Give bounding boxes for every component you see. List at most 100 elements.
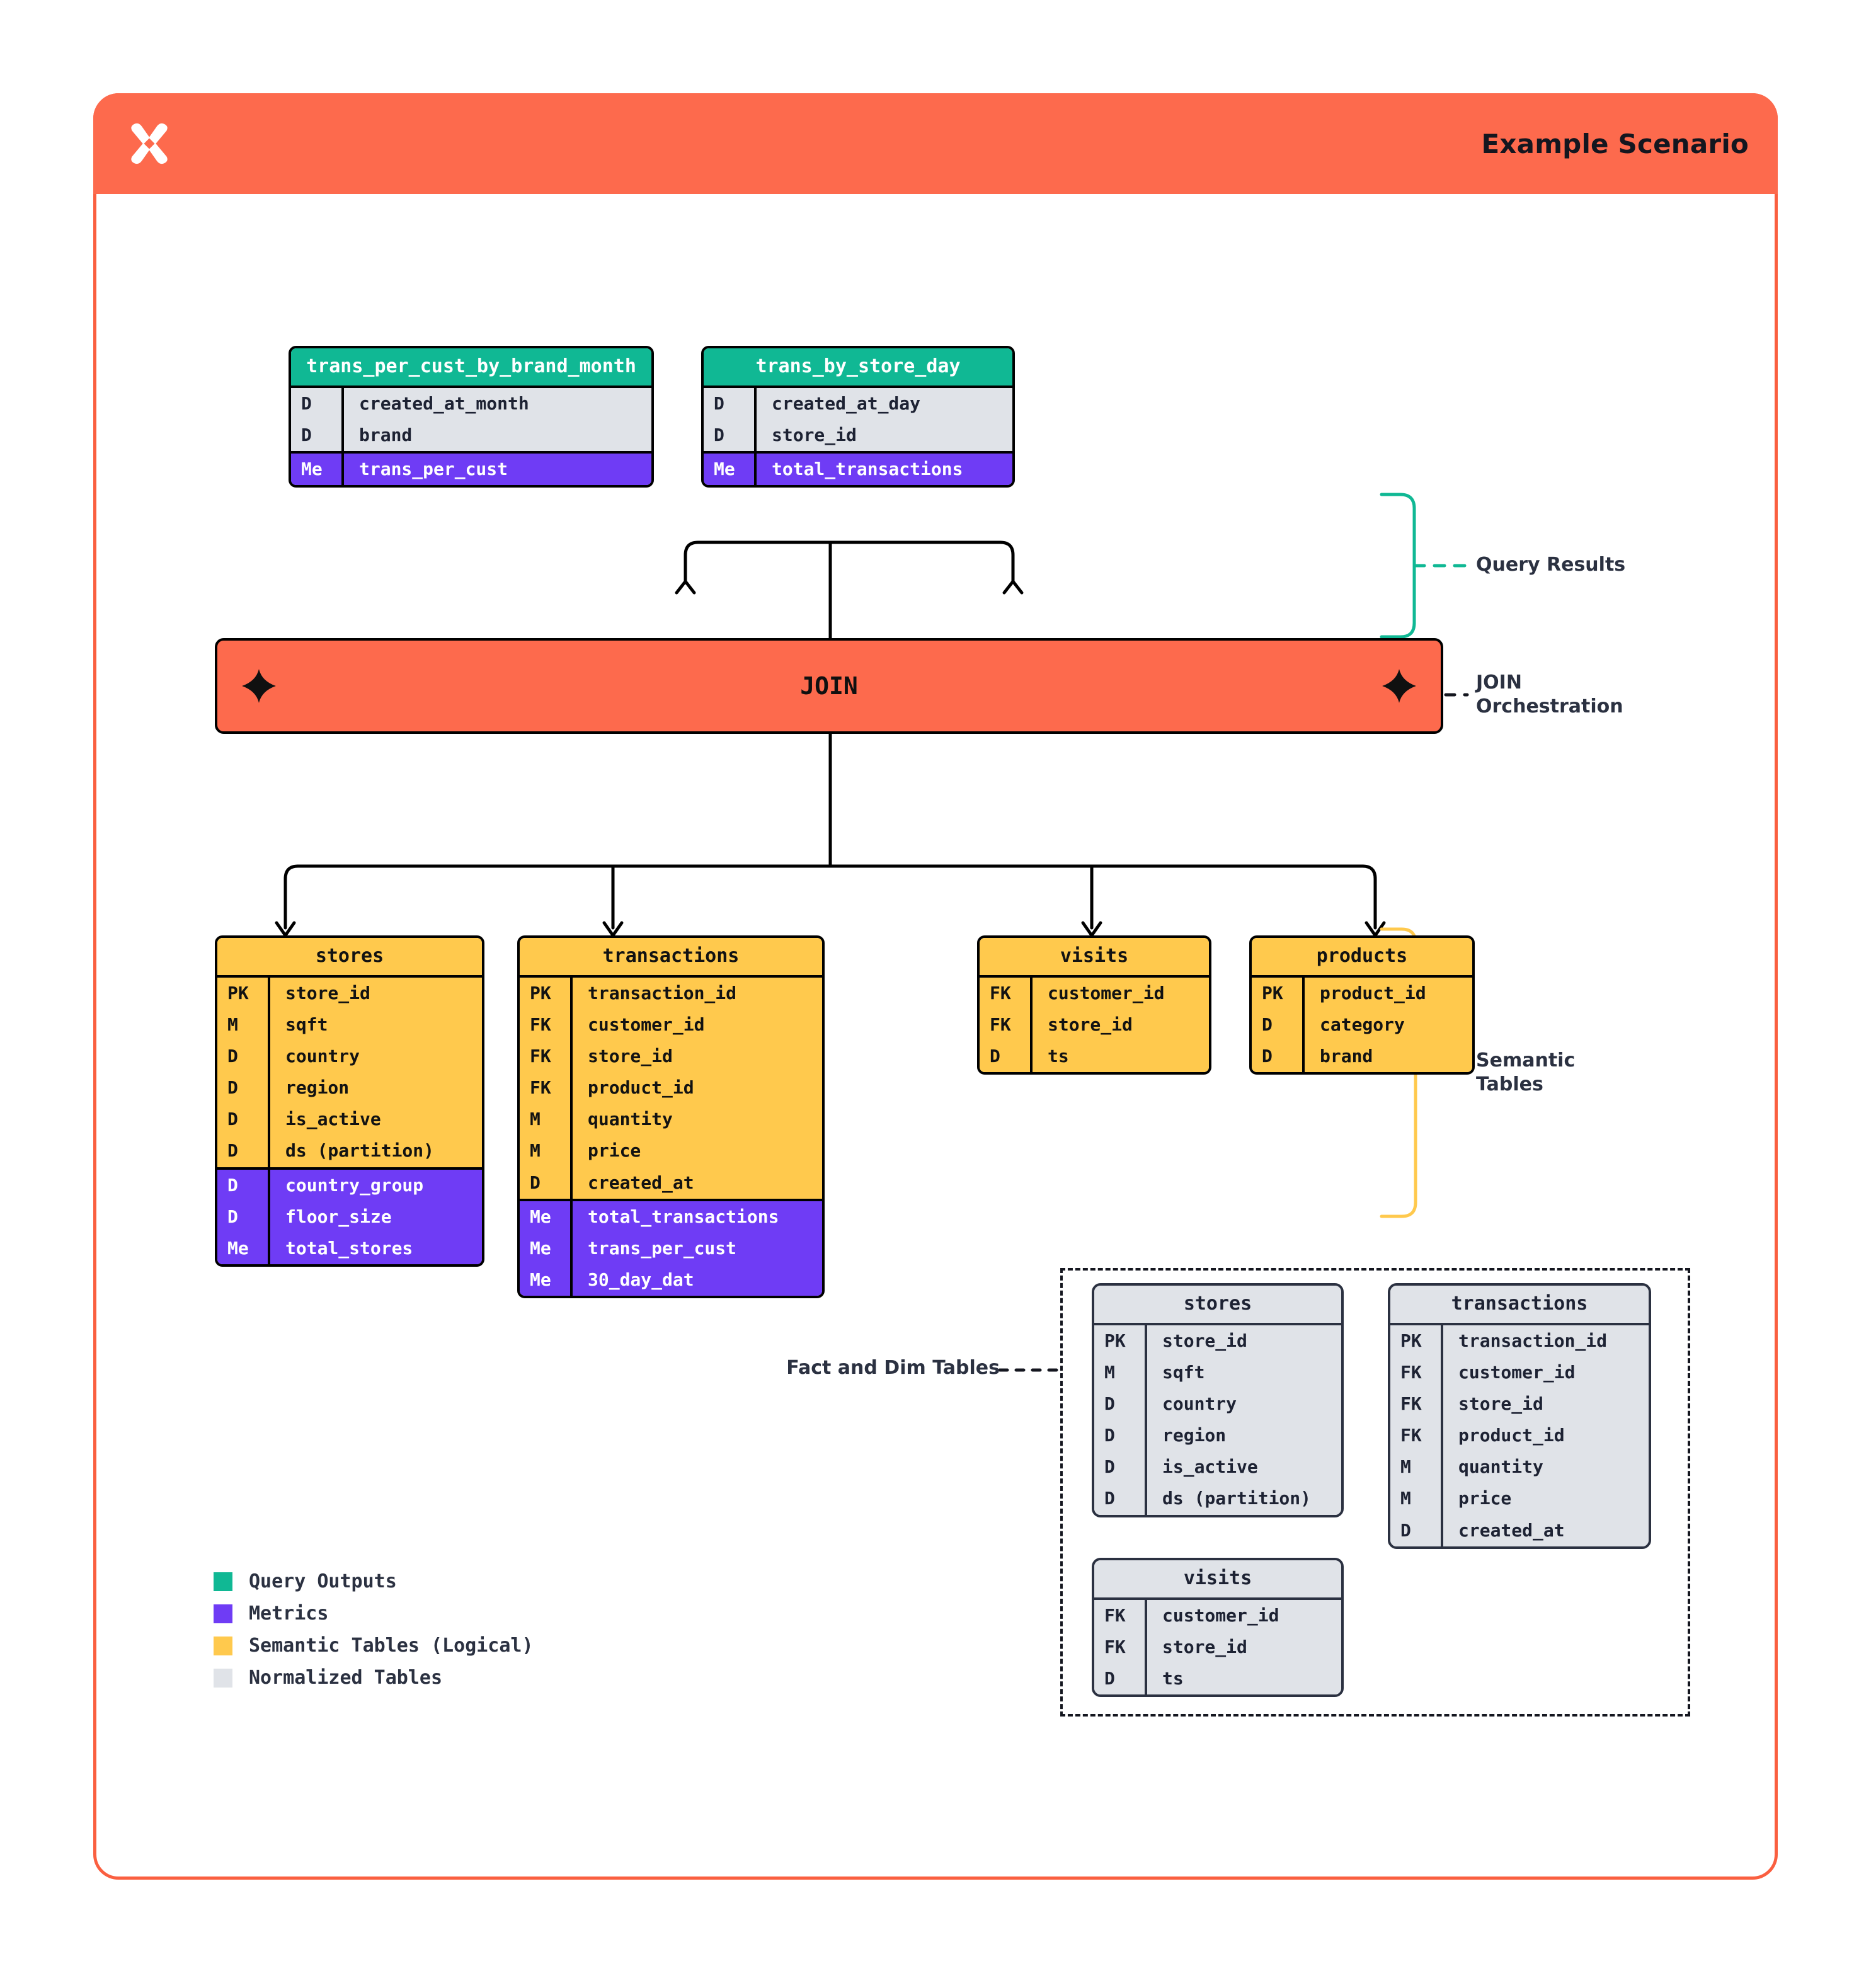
diagram-canvas: trans_per_cust_by_brand_month D created_…: [96, 197, 1775, 1880]
row-key: D: [1094, 1420, 1147, 1452]
row-field: sqft: [285, 1014, 328, 1035]
row-key: Me: [520, 1264, 573, 1296]
row-key: D: [217, 1104, 270, 1136]
row-key: FK: [980, 1008, 1033, 1041]
join-orchestration-bar[interactable]: JOIN: [215, 638, 1443, 734]
row-key: D: [1390, 1514, 1443, 1546]
row-key: M: [1094, 1356, 1147, 1388]
table-row: D store_id: [704, 419, 1012, 451]
row-key: D: [217, 1135, 270, 1167]
row-field: floor_size: [285, 1206, 392, 1227]
row-key: D: [217, 1201, 270, 1233]
legend-label: Metrics: [249, 1602, 329, 1625]
row-field: transaction_id: [1458, 1330, 1608, 1351]
legend-item-query-outputs: Query Outputs: [214, 1570, 534, 1592]
row-field: transaction_id: [588, 982, 737, 1003]
row-field: store_id: [588, 1045, 673, 1066]
row-key: M: [217, 1008, 270, 1041]
sparkle-icon: [241, 668, 277, 704]
row-field: ts: [1048, 1045, 1069, 1066]
row-field: ts: [1162, 1667, 1184, 1689]
row-field: store_id: [1162, 1330, 1247, 1351]
table-row: Me trans_per_cust: [291, 453, 651, 486]
metric-rows: Me trans_per_cust: [291, 450, 651, 486]
row-key: PK: [217, 977, 270, 1009]
row-key: FK: [520, 1040, 573, 1073]
row-key: FK: [520, 1072, 573, 1104]
row-key: D: [704, 387, 757, 420]
annotation-label-line2: Orchestration: [1476, 695, 1623, 718]
row-key: Me: [520, 1201, 573, 1233]
table-title: stores: [1094, 1286, 1341, 1325]
dimension-rows: D created_at_day D store_id: [704, 387, 1012, 451]
row-field: customer_id: [588, 1014, 705, 1035]
fact-and-dim-group-box: [1060, 1268, 1690, 1717]
row-field: store_id: [285, 982, 370, 1003]
row-field: created_at_month: [359, 392, 529, 414]
row-key: PK: [1094, 1325, 1147, 1357]
table-title: products: [1252, 938, 1472, 978]
join-label: JOIN: [800, 672, 858, 700]
row-field: is_active: [285, 1109, 381, 1130]
query-result-table-1[interactable]: trans_by_store_day D created_at_day D st…: [701, 346, 1015, 488]
row-field: created_at: [588, 1172, 694, 1193]
legend-item-metrics: Metrics: [214, 1602, 534, 1625]
row-field: region: [1162, 1425, 1227, 1446]
row-field: total_stores: [285, 1238, 413, 1259]
row-field: store_id: [1162, 1636, 1247, 1657]
legend-label: Normalized Tables: [249, 1667, 443, 1689]
legend-label: Semantic Tables (Logical): [249, 1635, 534, 1657]
annotation-label-line2: Tables: [1476, 1073, 1543, 1096]
row-field: ds (partition): [285, 1140, 435, 1162]
row-field: created_at: [1458, 1519, 1565, 1541]
row-key: D: [217, 1072, 270, 1104]
row-key: D: [1094, 1451, 1147, 1483]
row-field: category: [1320, 1014, 1405, 1035]
query-result-table-0[interactable]: trans_per_cust_by_brand_month D created_…: [289, 346, 654, 488]
row-key: D: [1094, 1662, 1147, 1695]
row-key: D: [1252, 1008, 1305, 1041]
table-row: D created_at_day: [704, 387, 1012, 420]
sparkle-icon: [1382, 668, 1417, 704]
table-row: FK store_id: [520, 1040, 822, 1073]
table-title: transactions: [520, 938, 822, 978]
row-key: D: [1094, 1388, 1147, 1420]
row-key: D: [1094, 1483, 1147, 1515]
table-row: D brand: [291, 419, 651, 451]
row-field: created_at_day: [772, 392, 921, 414]
annotation-fact-and-dim-tables: Fact and Dim Tables: [754, 1356, 1000, 1380]
table-row: PK store_id: [1094, 1325, 1341, 1357]
